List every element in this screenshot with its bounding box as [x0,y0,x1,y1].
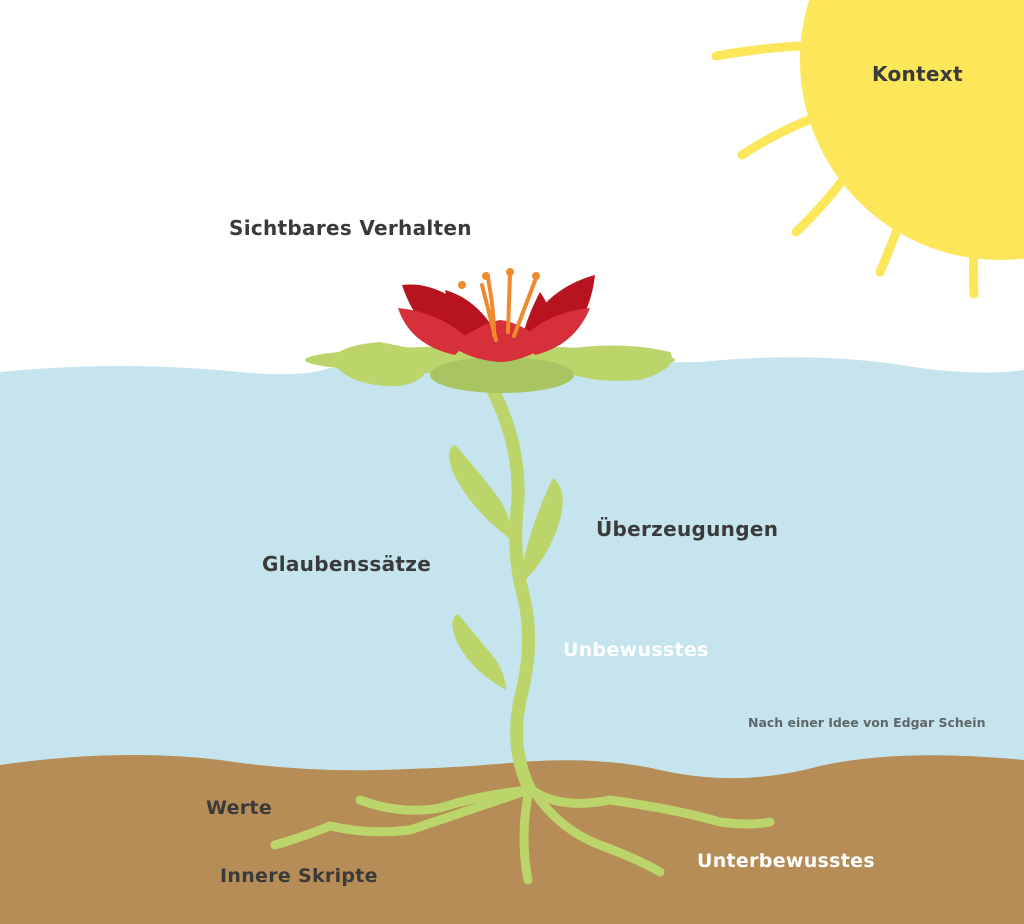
label-innere-skripte: Innere Skripte [220,865,378,887]
label-sichtbares-verhalten: Sichtbares Verhalten [229,216,472,240]
label-kontext: Kontext [872,62,963,86]
roots [270,785,775,885]
lotus-flower-icon [398,268,595,362]
lily-pad [305,342,675,393]
label-unbewusstes: Unbewusstes [563,639,709,661]
credit-text: Nach einer Idee von Edgar Schein [748,715,986,730]
label-glaubenssaetze: Glaubenssätze [262,552,432,576]
label-unterbewusstes: Unterbewusstes [697,850,875,872]
sun-icon [711,0,1024,299]
label-werte: Werte [206,797,273,819]
soil-area [0,755,1024,924]
stamens [480,272,538,342]
stem [483,378,537,797]
label-ueberzeugungen: Überzeugungen [596,517,779,541]
underwater-leaves [449,445,563,690]
